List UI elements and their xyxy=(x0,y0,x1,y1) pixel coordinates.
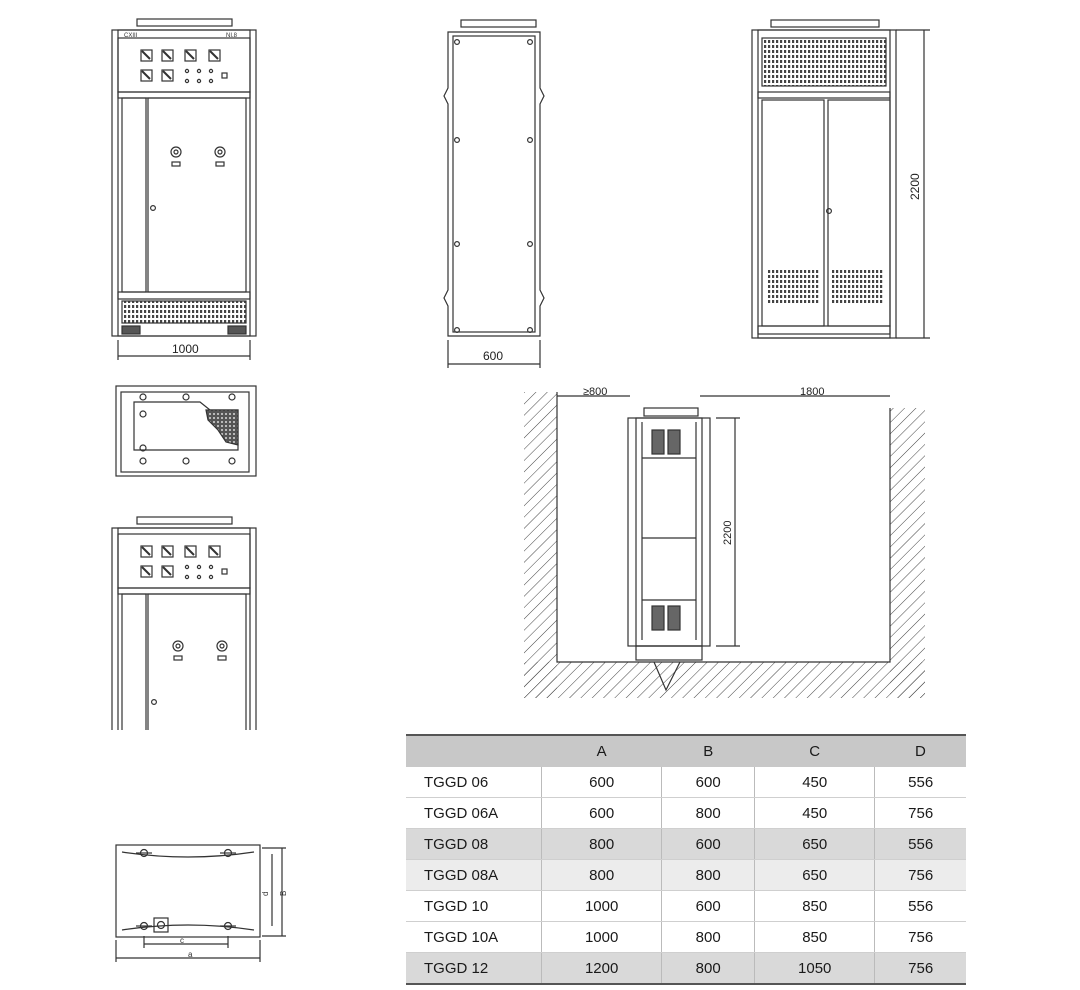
plate-left-label: CXIII xyxy=(124,33,138,39)
room-right-clearance: 1800 xyxy=(800,386,824,398)
header-d: D xyxy=(874,734,966,767)
value-b: 800 xyxy=(661,797,756,829)
value-b: 800 xyxy=(661,859,756,891)
value-d: 556 xyxy=(874,828,966,860)
value-d: 756 xyxy=(874,859,966,891)
front-width-label: 1000 xyxy=(172,342,199,356)
model-cell: TGGD 08A xyxy=(406,859,542,891)
value-c: 450 xyxy=(754,767,876,798)
header-model xyxy=(406,734,542,767)
model-cell: TGGD 06A xyxy=(406,797,542,829)
plan-label-c: c xyxy=(180,936,184,945)
plate-right-label: NI.8 xyxy=(226,33,238,39)
value-c: 650 xyxy=(754,859,876,891)
room-installation-diagram: ≥800 1800 2200 xyxy=(524,386,925,698)
value-d: 556 xyxy=(874,767,966,798)
header-c: C xyxy=(754,734,875,767)
value-b: 800 xyxy=(661,921,756,953)
cabinet-front-view-2 xyxy=(111,516,257,730)
side-depth-label: 600 xyxy=(483,349,503,363)
value-c: 850 xyxy=(754,921,876,953)
value-b: 600 xyxy=(661,890,756,922)
header-a: A xyxy=(541,734,662,767)
room-left-clearance: ≥800 xyxy=(583,386,607,398)
technical-drawings: CXIII NI.8 1000 xyxy=(111,18,930,730)
meter-row xyxy=(140,49,228,84)
value-b: 600 xyxy=(661,828,756,860)
value-a: 1200 xyxy=(541,952,663,985)
dimension-table: A B C D TGGD 06 600 600 450 556 TGGD 06A… xyxy=(406,734,966,985)
header-b: B xyxy=(661,734,755,767)
model-cell: TGGD 12 xyxy=(406,952,542,985)
cabinet-base-plan: d B c a xyxy=(115,844,288,962)
table-row: TGGD 10A 1000 800 850 756 xyxy=(406,921,966,953)
table-row: TGGD 12 1200 800 1050 756 xyxy=(406,952,966,985)
plan-label-a: a xyxy=(188,950,193,959)
value-a: 800 xyxy=(541,828,663,860)
plan-label-d: d xyxy=(261,892,270,896)
value-a: 600 xyxy=(541,797,663,829)
value-b: 600 xyxy=(661,767,756,798)
value-d: 756 xyxy=(874,952,966,985)
model-cell: TGGD 10 xyxy=(406,890,542,922)
value-d: 556 xyxy=(874,890,966,922)
table-row: TGGD 06A 600 800 450 756 xyxy=(406,797,966,829)
value-c: 450 xyxy=(754,797,876,829)
value-c: 850 xyxy=(754,890,876,922)
cabinet-rear-view: 2200 xyxy=(751,19,930,339)
table-row: TGGD 08A 800 800 650 756 xyxy=(406,859,966,891)
value-d: 756 xyxy=(874,921,966,953)
value-d: 756 xyxy=(874,797,966,829)
height-label: 2200 xyxy=(908,173,922,200)
cabinet-front-view: CXIII NI.8 1000 xyxy=(111,18,257,360)
model-cell: TGGD 10A xyxy=(406,921,542,953)
table-row: TGGD 06 600 600 450 556 xyxy=(406,767,966,798)
value-b: 800 xyxy=(661,952,756,985)
model-cell: TGGD 06 xyxy=(406,767,542,798)
table-row: TGGD 08 800 600 650 556 xyxy=(406,828,966,860)
cabinet-side-view: 600 xyxy=(443,19,545,368)
value-c: 650 xyxy=(754,828,876,860)
table-header-row: A B C D xyxy=(406,734,966,767)
value-a: 1000 xyxy=(541,921,663,953)
table-row: TGGD 10 1000 600 850 556 xyxy=(406,890,966,922)
plan-label-b: B xyxy=(279,891,288,896)
cabinet-top-view xyxy=(115,385,257,477)
meter-row-2 xyxy=(140,545,228,580)
model-cell: TGGD 08 xyxy=(406,828,542,860)
value-a: 800 xyxy=(541,859,663,891)
room-height-label: 2200 xyxy=(722,521,734,545)
value-a: 1000 xyxy=(541,890,663,922)
value-a: 600 xyxy=(541,767,663,798)
value-c: 1050 xyxy=(754,952,876,985)
